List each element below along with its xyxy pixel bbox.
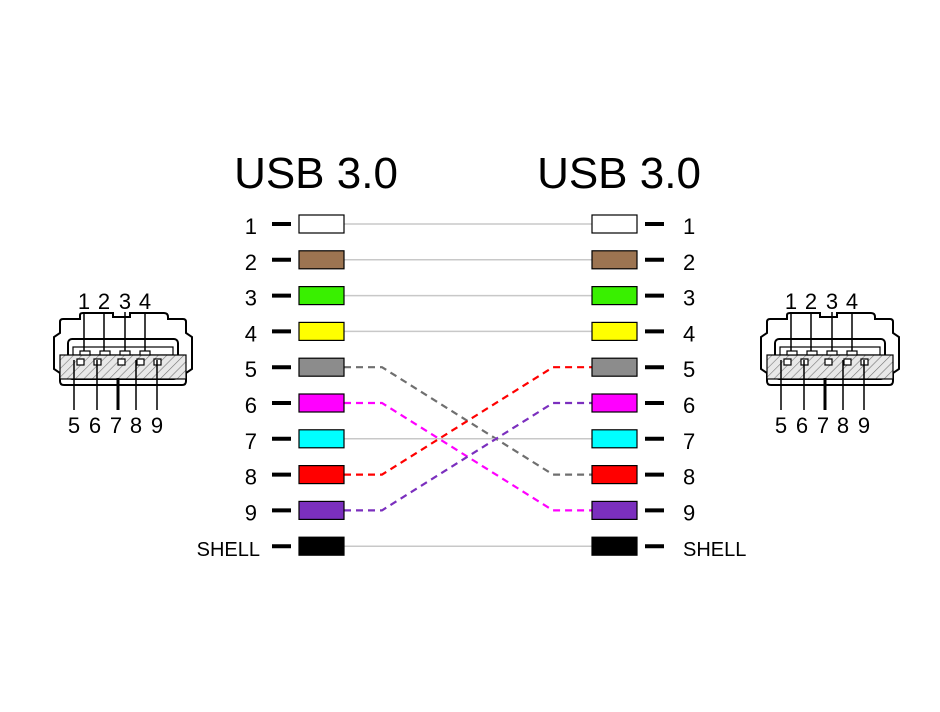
crossover-wire — [344, 366, 592, 476]
left-wire-color-block — [298, 357, 345, 377]
connector-pin-number: 3 — [119, 289, 131, 314]
connector-pin-number: 9 — [151, 413, 163, 438]
right-wire-color-block — [591, 214, 638, 234]
wire-layer — [344, 223, 592, 547]
connector-pin-number: 8 — [130, 413, 142, 438]
right-wire-color-block — [591, 250, 638, 270]
connector-pin-number: 6 — [89, 413, 101, 438]
right-wire-color-block — [591, 393, 638, 413]
left-pin-label: SHELL — [197, 539, 260, 561]
connector-pin-number: 9 — [858, 413, 870, 438]
connector-pin-number: 1 — [78, 289, 90, 314]
connector-pin-number: 7 — [110, 413, 122, 438]
left-wire-color-block — [298, 214, 345, 234]
connector-pin-number: 8 — [837, 413, 849, 438]
connector-pin-number: 7 — [817, 413, 829, 438]
right-wire-color-block — [591, 536, 638, 556]
connector-pin-number: 3 — [826, 289, 838, 314]
left-pin-label: 7 — [245, 429, 257, 454]
right-wire-color-block — [591, 465, 638, 485]
crossover-wire — [344, 401, 592, 512]
left-wire-color-block — [298, 250, 345, 270]
left-usb-connector-icon — [53, 312, 193, 386]
connector-pin-number: 6 — [796, 413, 808, 438]
right-pin-label: 4 — [683, 321, 695, 346]
right-pin-label: 9 — [683, 500, 695, 525]
right-wire-color-block — [591, 500, 638, 520]
right-wire-color-block — [591, 357, 638, 377]
left-pin-label: 5 — [245, 357, 257, 382]
right-wire-color-block — [591, 321, 638, 341]
connector-pin-number: 5 — [775, 413, 787, 438]
left-pin-label: 4 — [245, 321, 257, 346]
right-pin-label: 5 — [683, 357, 695, 382]
left-pin-label: 1 — [245, 214, 257, 239]
left-wire-color-block — [298, 286, 345, 306]
left-pin-label: 6 — [245, 393, 257, 418]
right-pin-label: 1 — [683, 214, 695, 239]
connector-pin-number: 1 — [785, 289, 797, 314]
connector-pin-number: 5 — [68, 413, 80, 438]
left-wire-color-block — [298, 500, 345, 520]
connector-pin-number: 4 — [846, 289, 858, 314]
left-wire-color-block — [298, 536, 345, 556]
right-pin-label: SHELL — [683, 539, 746, 561]
left-wire-color-block — [298, 465, 345, 485]
left-connector-pin-leads — [73, 312, 158, 410]
right-wire-color-block — [591, 429, 638, 449]
left-pin-label: 8 — [245, 465, 257, 490]
right-pin-label: 3 — [683, 286, 695, 311]
connector-pin-number: 2 — [805, 289, 817, 314]
left-title: USB 3.0 — [234, 149, 398, 198]
right-wire-color-block — [591, 286, 638, 306]
right-pin-label: 7 — [683, 429, 695, 454]
crossover-wire — [344, 401, 592, 512]
left-pin-label: 9 — [245, 500, 257, 525]
left-wire-color-block — [298, 429, 345, 449]
right-pin-label: 2 — [683, 250, 695, 275]
connector-pin-number: 2 — [98, 289, 110, 314]
left-wire-color-block — [298, 393, 345, 413]
right-connector-pin-leads — [780, 312, 865, 410]
left-pin-label: 3 — [245, 286, 257, 311]
right-title: USB 3.0 — [537, 149, 701, 198]
right-pin-label: 6 — [683, 393, 695, 418]
left-pin-label: 2 — [245, 250, 257, 275]
right-pin-label: 8 — [683, 465, 695, 490]
connector-pin-number: 4 — [139, 289, 151, 314]
crossover-wire — [344, 366, 592, 476]
left-wire-color-block — [298, 321, 345, 341]
